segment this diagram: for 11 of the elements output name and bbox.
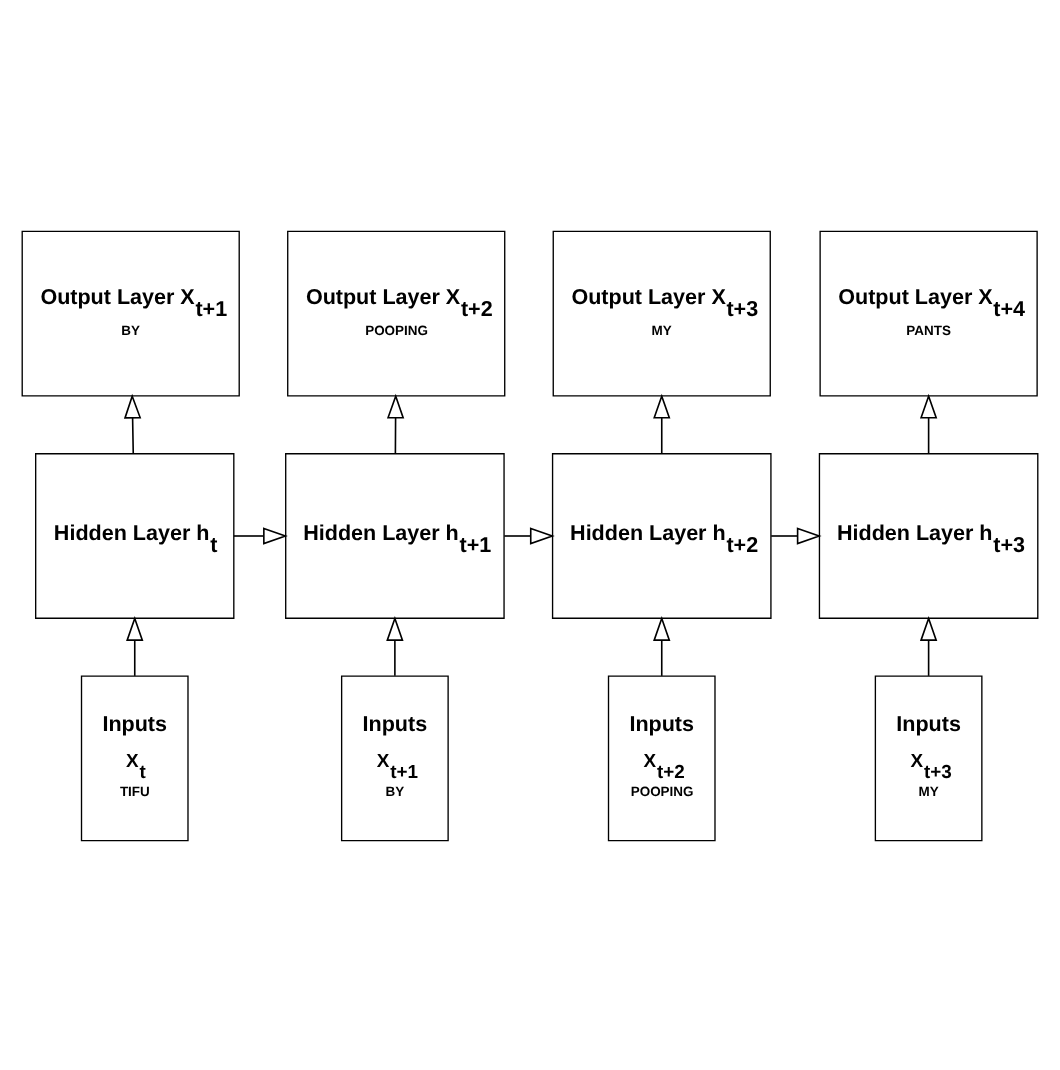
arrow	[919, 615, 938, 676]
arrow	[233, 526, 288, 544]
arrow	[919, 392, 938, 454]
arrow	[126, 615, 144, 676]
arrow	[653, 392, 671, 454]
arrow	[123, 392, 142, 454]
arrow	[653, 615, 671, 676]
arrow	[386, 392, 405, 454]
arrow	[386, 615, 404, 676]
arrow	[770, 526, 822, 544]
arrow	[503, 526, 555, 544]
